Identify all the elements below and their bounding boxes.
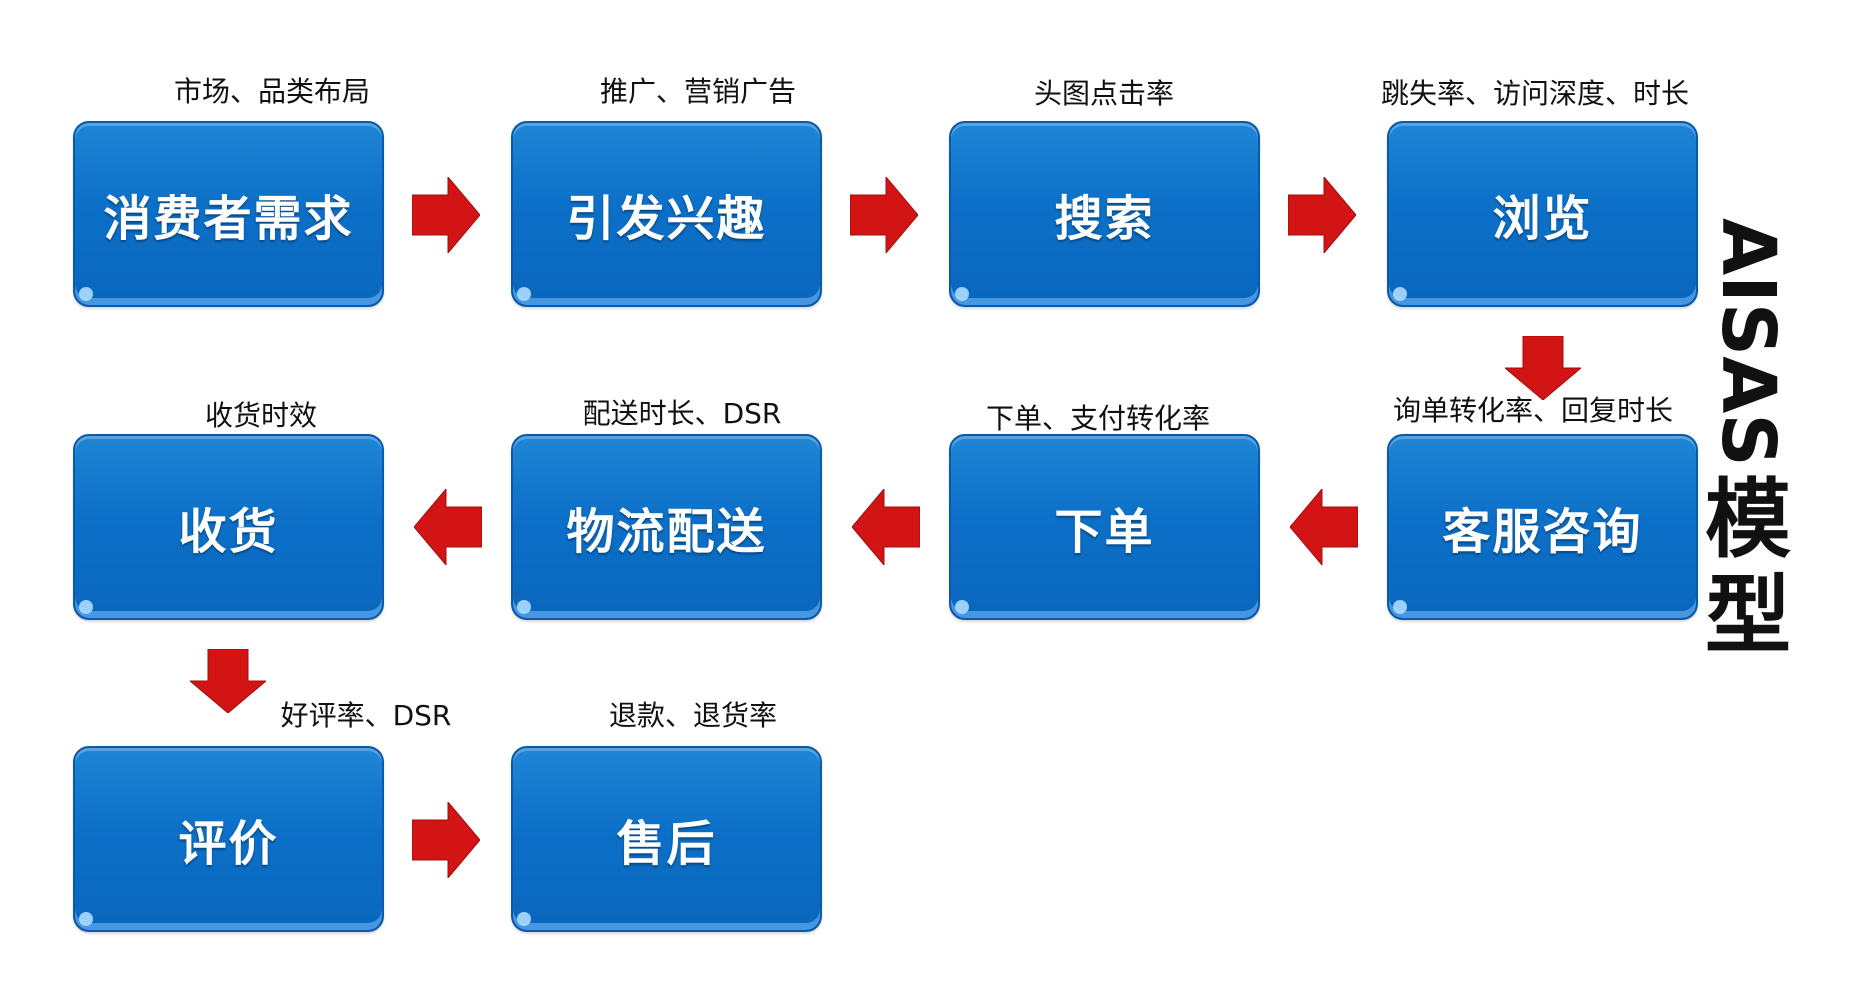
node-label: 物流配送 (566, 504, 767, 560)
metric-label: 询单转化率、回复时长 (1392, 394, 1674, 427)
model-title: AISAS 模 型 (1688, 218, 1808, 659)
metric-label: 退款、退货率 (608, 699, 778, 732)
node-search: 搜索 (949, 121, 1260, 307)
node-label: 售后 (616, 816, 717, 872)
metric-label: 市场、品类布局 (173, 75, 371, 108)
arrow-right (1288, 177, 1356, 253)
metric-label: 跳失率、访问深度、时长 (1380, 77, 1690, 110)
node-consumer-demand: 消费者需求 (73, 121, 384, 307)
node-receive: 收货 (73, 434, 384, 620)
metric-label: 推广、营销广告 (599, 75, 797, 108)
arrow-down (1505, 336, 1581, 400)
node-after-sales: 售后 (511, 746, 822, 932)
node-logistics: 物流配送 (511, 434, 822, 620)
metric-label: 配送时长、DSR (582, 397, 782, 430)
arrow-left (1290, 489, 1358, 565)
arrow-left (852, 489, 920, 565)
node-label: 收货 (178, 504, 279, 560)
metric-label: 好评率、DSR (280, 699, 452, 732)
model-title-cjk-2: 型 (1705, 565, 1791, 666)
node-interest: 引发兴趣 (511, 121, 822, 307)
node-browse: 浏览 (1387, 121, 1698, 307)
node-label: 客服咨询 (1442, 504, 1643, 560)
metric-label: 下单、支付转化率 (985, 402, 1211, 435)
metric-label: 头图点击率 (1033, 77, 1175, 110)
model-title-cjk-1: 模 (1705, 469, 1791, 570)
arrow-right (412, 802, 480, 878)
model-title-latin: AISAS (1705, 218, 1791, 467)
node-label: 引发兴趣 (566, 191, 767, 247)
metric-label: 收货时效 (204, 399, 318, 432)
node-label: 消费者需求 (103, 191, 354, 247)
node-customer-service: 客服咨询 (1387, 434, 1698, 620)
arrow-right (412, 177, 480, 253)
node-label: 浏览 (1492, 191, 1593, 247)
node-order: 下单 (949, 434, 1260, 620)
node-label: 评价 (178, 816, 279, 872)
arrow-left (414, 489, 482, 565)
node-label: 搜索 (1054, 191, 1155, 247)
node-label: 下单 (1054, 504, 1155, 560)
node-review: 评价 (73, 746, 384, 932)
arrow-down (190, 649, 266, 713)
arrow-right (850, 177, 918, 253)
